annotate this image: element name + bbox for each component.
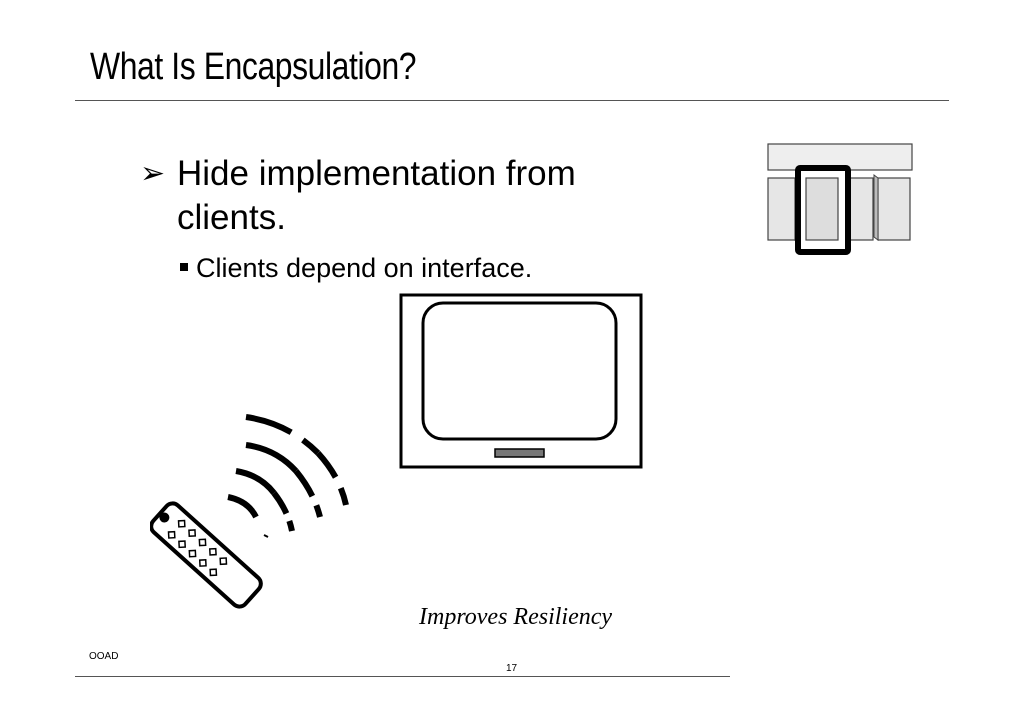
bullet-sub-text: Clients depend on interface. [196,253,533,283]
arrow-bullet-icon: ➢ [140,157,166,190]
page-number: 17 [506,663,518,674]
square-bullet-icon [180,262,188,271]
caption-improves-resiliency: Improves Resiliency [419,604,613,630]
component-blocks-icon [767,143,913,255]
footer-course-label: OOAD [89,651,119,662]
signal-waves-icon [227,414,349,538]
remote-control-icon [150,414,349,609]
television-icon [399,293,643,469]
slide-title: What Is Encapsulation? [90,46,417,88]
bullet-sub: Clients depend on interface. [180,251,532,285]
title-divider [75,100,949,101]
bullet-main-text: Hide implementation from clients. [177,154,576,237]
footer-divider [75,676,730,677]
